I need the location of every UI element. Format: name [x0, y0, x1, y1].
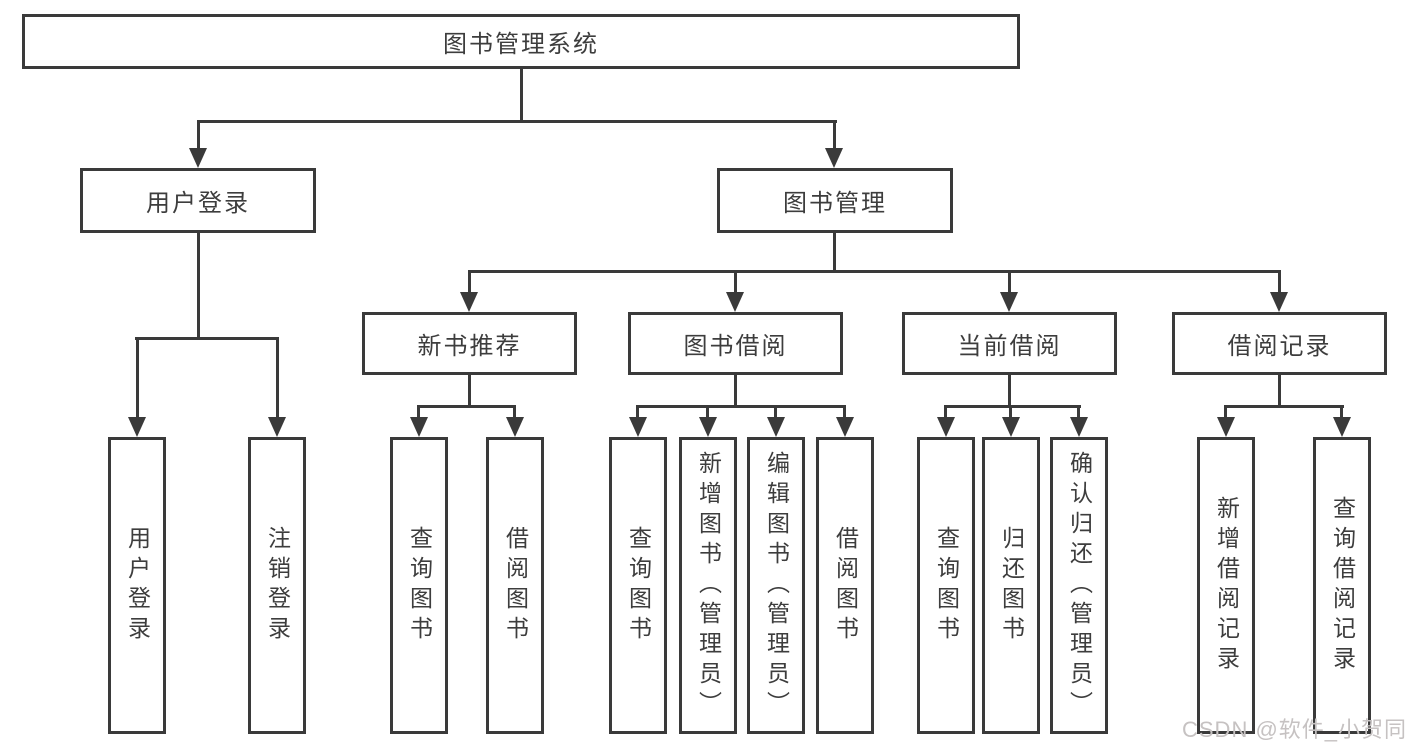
node-label: 新增图书（管理员）: [695, 450, 722, 721]
leaf-user-login: 用户登录: [108, 437, 166, 734]
arrowhead-down: [836, 417, 854, 437]
arrowhead-down: [1070, 417, 1088, 437]
arrowhead-down: [1270, 292, 1288, 312]
connector-line: [1224, 405, 1344, 408]
leaf-borrow-books: 借阅图书: [816, 437, 874, 734]
csdn-watermark: CSDN @软件_小贺同学: [1182, 717, 1405, 742]
node-current-borrowing: 当前借阅: [902, 312, 1117, 375]
connector-line: [734, 270, 737, 294]
node-new-book-recommendation: 新书推荐: [362, 312, 577, 375]
node-label: 借阅记录: [1227, 333, 1332, 360]
arrowhead-down: [268, 417, 286, 437]
arrowhead-down: [767, 417, 785, 437]
arrowhead-down: [189, 148, 207, 168]
connector-line: [944, 405, 947, 419]
arrowhead-down: [726, 292, 744, 312]
connector-line: [636, 405, 846, 408]
node-label: 新书推荐: [417, 333, 522, 360]
connector-line: [1340, 405, 1343, 419]
leaf-return-books: 归还图书: [982, 437, 1040, 734]
leaf-query-borrow-record: 查询借阅记录: [1313, 437, 1371, 734]
connector-line: [468, 375, 471, 407]
arrowhead-down: [699, 417, 717, 437]
connector-line: [417, 405, 420, 419]
arrowhead-down: [1002, 417, 1020, 437]
node-user-login-branch: 用户登录: [80, 168, 316, 233]
arrowhead-down: [937, 417, 955, 437]
node-label: 借阅图书: [832, 525, 859, 646]
connector-line: [136, 337, 139, 419]
node-label: 用户登录: [146, 190, 250, 217]
node-label: 查询借阅记录: [1329, 495, 1356, 676]
connector-line: [1009, 405, 1012, 419]
connector-line: [468, 270, 1281, 273]
connector-line: [1008, 375, 1011, 407]
connector-line: [1008, 270, 1011, 294]
connector-line: [197, 233, 200, 340]
leaf-add-borrow-record: 新增借阅记录: [1197, 437, 1255, 734]
arrowhead-down: [1000, 292, 1018, 312]
connector-line: [197, 120, 837, 123]
connector-line: [774, 405, 777, 419]
connector-line: [520, 69, 523, 122]
arrowhead-down: [410, 417, 428, 437]
arrowhead-down: [825, 148, 843, 168]
leaf-edit-books-admin: 编辑图书（管理员）: [747, 437, 805, 734]
leaf-query-books-current: 查询图书: [917, 437, 975, 734]
leaf-add-books-admin: 新增图书（管理员）: [679, 437, 737, 734]
node-label: 借阅图书: [502, 525, 529, 646]
connector-line: [513, 405, 516, 419]
connector-line: [417, 405, 516, 408]
leaf-query-books-newrec: 查询图书: [390, 437, 448, 734]
connector-line: [944, 405, 1081, 408]
connector-line: [843, 405, 846, 419]
connector-line: [276, 337, 279, 419]
leaf-borrow-books-newrec: 借阅图书: [486, 437, 544, 734]
connector-line: [468, 270, 471, 294]
connector-line: [734, 375, 737, 407]
leaf-query-books-borrow: 查询图书: [609, 437, 667, 734]
node-label: 图书管理: [783, 190, 887, 217]
connector-line: [833, 233, 836, 273]
arrowhead-down: [460, 292, 478, 312]
leaf-logout: 注销登录: [248, 437, 306, 734]
node-label: 图书借阅: [683, 333, 788, 360]
arrowhead-down: [629, 417, 647, 437]
arrowhead-down: [1333, 417, 1351, 437]
connector-line: [636, 405, 639, 419]
node-label: 注销登录: [264, 525, 291, 646]
node-label: 查询图书: [406, 525, 433, 646]
node-label: 查询图书: [933, 525, 960, 646]
node-book-borrowing: 图书借阅: [628, 312, 843, 375]
node-label: 当前借阅: [957, 333, 1062, 360]
node-label: 编辑图书（管理员）: [763, 450, 790, 721]
node-label: 查询图书: [625, 525, 652, 646]
node-label: 用户登录: [124, 525, 151, 646]
node-label: 新增借阅记录: [1213, 495, 1240, 676]
connector-line: [833, 120, 836, 150]
node-borrowing-records: 借阅记录: [1172, 312, 1387, 375]
connector-line: [1077, 405, 1080, 419]
node-label: 图书管理系统: [443, 31, 599, 58]
connector-line: [706, 405, 709, 419]
node-library-management-system: 图书管理系统: [22, 14, 1020, 69]
connector-line: [197, 120, 200, 150]
arrowhead-down: [128, 417, 146, 437]
connector-line: [135, 337, 279, 340]
node-book-management: 图书管理: [717, 168, 953, 233]
arrowhead-down: [1217, 417, 1235, 437]
leaf-confirm-return-admin: 确认归还（管理员）: [1050, 437, 1108, 734]
connector-line: [1224, 405, 1227, 419]
connector-line: [1278, 375, 1281, 407]
node-label: 确认归还（管理员）: [1066, 450, 1093, 721]
connector-line: [1278, 270, 1281, 294]
arrowhead-down: [506, 417, 524, 437]
node-label: 归还图书: [998, 525, 1025, 646]
